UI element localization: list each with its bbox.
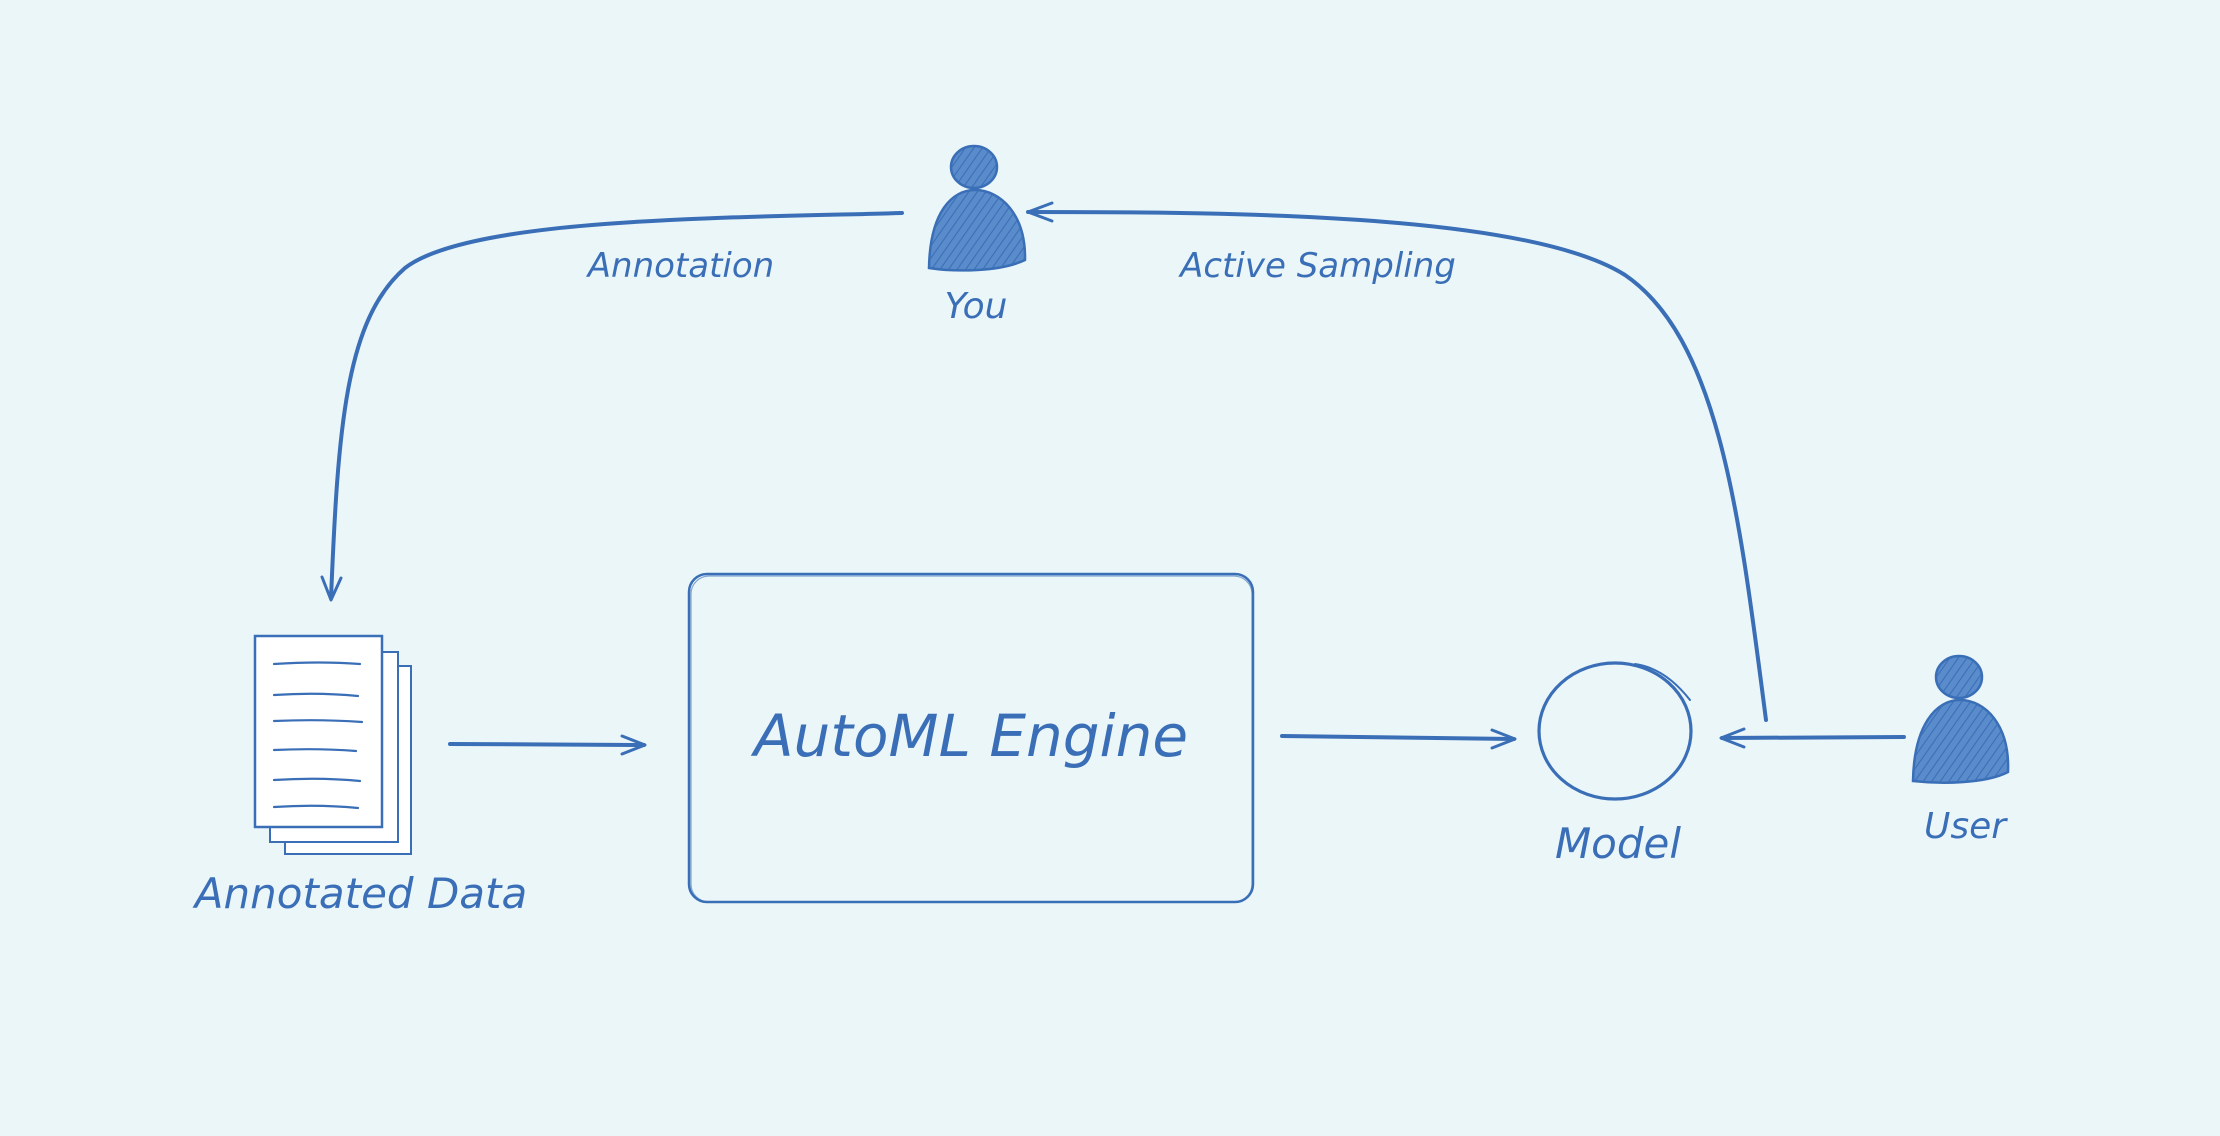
you-person-icon (927, 144, 1027, 272)
annotation-label: Annotation (586, 246, 774, 286)
annotation-arrow (320, 211, 904, 602)
active-sampling-label: Active Sampling (1178, 246, 1456, 286)
user-person-icon (1911, 654, 2010, 784)
automl-engine-label: AutoML Engine (750, 702, 1188, 770)
engine-to-model-arrow (1280, 728, 1517, 750)
you-label: You (945, 286, 1008, 327)
model-label: Model (1555, 819, 1681, 868)
model-node (1537, 661, 1693, 801)
automl-engine-box: AutoML Engine (687, 572, 1255, 904)
user-label: User (1924, 806, 2008, 847)
active-sampling-arrow (1026, 201, 1768, 722)
document-stack-icon (253, 634, 412, 855)
user-to-model-arrow (1719, 727, 1906, 749)
data-to-engine-arrow (448, 734, 647, 756)
annotated-data-label: Annotated Data (192, 869, 527, 918)
